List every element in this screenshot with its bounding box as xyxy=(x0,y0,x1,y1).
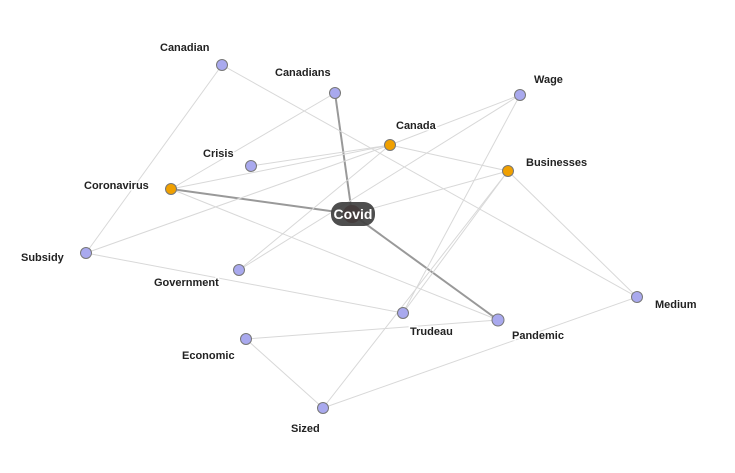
node-label: Subsidy xyxy=(21,252,65,264)
node-dot xyxy=(514,89,526,101)
edge-government-canada xyxy=(238,144,391,271)
node-dot xyxy=(631,291,643,303)
node-dot xyxy=(80,247,92,259)
node-label: Canadians xyxy=(275,67,331,79)
node-crisis[interactable]: Crisis xyxy=(202,147,257,172)
node-medium[interactable]: Medium xyxy=(631,291,698,313)
node-label: Businesses xyxy=(526,157,587,169)
edge-canadians-coronavirus xyxy=(170,92,336,190)
edge-subsidy-canada xyxy=(85,144,391,254)
node-label: Medium xyxy=(655,299,697,311)
node-dot xyxy=(233,264,245,276)
edge-canadian-medium xyxy=(221,64,638,298)
edge-medium-sized xyxy=(322,296,638,409)
edges-layer xyxy=(85,64,638,409)
node-businesses[interactable]: Businesses xyxy=(502,156,589,177)
edge-coronavirus-pandemic xyxy=(170,188,499,321)
edge-pandemic-economic xyxy=(245,319,499,340)
edge-canadian-subsidy xyxy=(85,64,223,254)
node-dot xyxy=(502,165,514,177)
node-trudeau[interactable]: Trudeau xyxy=(397,307,454,340)
edge-subsidy-trudeau xyxy=(85,252,404,314)
edge-economic-sized xyxy=(245,338,324,409)
edge-covid-coronavirus xyxy=(170,188,353,215)
edge-covid-businesses xyxy=(351,170,509,215)
node-dot xyxy=(491,313,505,327)
node-wage[interactable]: Wage xyxy=(514,73,564,101)
edge-crisis-canada xyxy=(250,144,391,167)
node-label: Sized xyxy=(291,423,320,435)
node-dot xyxy=(216,59,228,71)
center-node[interactable]: Covid xyxy=(331,202,375,226)
edge-businesses-trudeau xyxy=(402,170,509,314)
node-canadians[interactable]: Canadians xyxy=(274,66,341,99)
node-label: Coronavirus xyxy=(84,180,149,192)
node-pandemic[interactable]: Pandemic xyxy=(491,313,565,344)
node-label: Government xyxy=(154,277,219,289)
node-label: Wage xyxy=(534,74,563,86)
center-node-pill xyxy=(331,202,375,226)
node-label: Pandemic xyxy=(512,330,564,342)
node-coronavirus[interactable]: Coronavirus xyxy=(83,179,177,195)
node-dot xyxy=(240,333,252,345)
node-label: Economic xyxy=(182,350,235,362)
nodes-layer: CanadianCanadiansWageCanadaCrisisBusines… xyxy=(20,41,699,437)
edge-canada-wage xyxy=(389,94,521,146)
node-government[interactable]: Government xyxy=(153,264,245,291)
node-economic[interactable]: Economic xyxy=(181,333,252,364)
node-canada[interactable]: Canada xyxy=(384,119,438,151)
node-label: Canada xyxy=(396,120,437,132)
node-sized[interactable]: Sized xyxy=(290,402,329,437)
edge-canada-businesses xyxy=(389,144,509,172)
center-node-label: Covid xyxy=(334,206,373,222)
edge-covid-pandemic xyxy=(351,213,499,321)
node-label: Canadian xyxy=(160,42,210,54)
node-canadian[interactable]: Canadian xyxy=(159,41,228,71)
edge-covid-canadians xyxy=(334,92,353,215)
node-subsidy[interactable]: Subsidy xyxy=(20,247,92,266)
node-label: Trudeau xyxy=(410,326,453,338)
edge-coronavirus-canada xyxy=(170,144,391,190)
node-dot xyxy=(329,87,341,99)
node-dot xyxy=(317,402,329,414)
node-dot xyxy=(384,139,396,151)
node-dot xyxy=(165,183,177,195)
node-label: Crisis xyxy=(203,148,234,160)
edge-wage-trudeau xyxy=(402,94,521,314)
edge-businesses-medium xyxy=(507,170,638,298)
node-dot xyxy=(397,307,409,319)
edge-wage-government xyxy=(238,94,521,271)
edge-businesses-sized xyxy=(322,170,509,409)
node-dot xyxy=(245,160,257,172)
